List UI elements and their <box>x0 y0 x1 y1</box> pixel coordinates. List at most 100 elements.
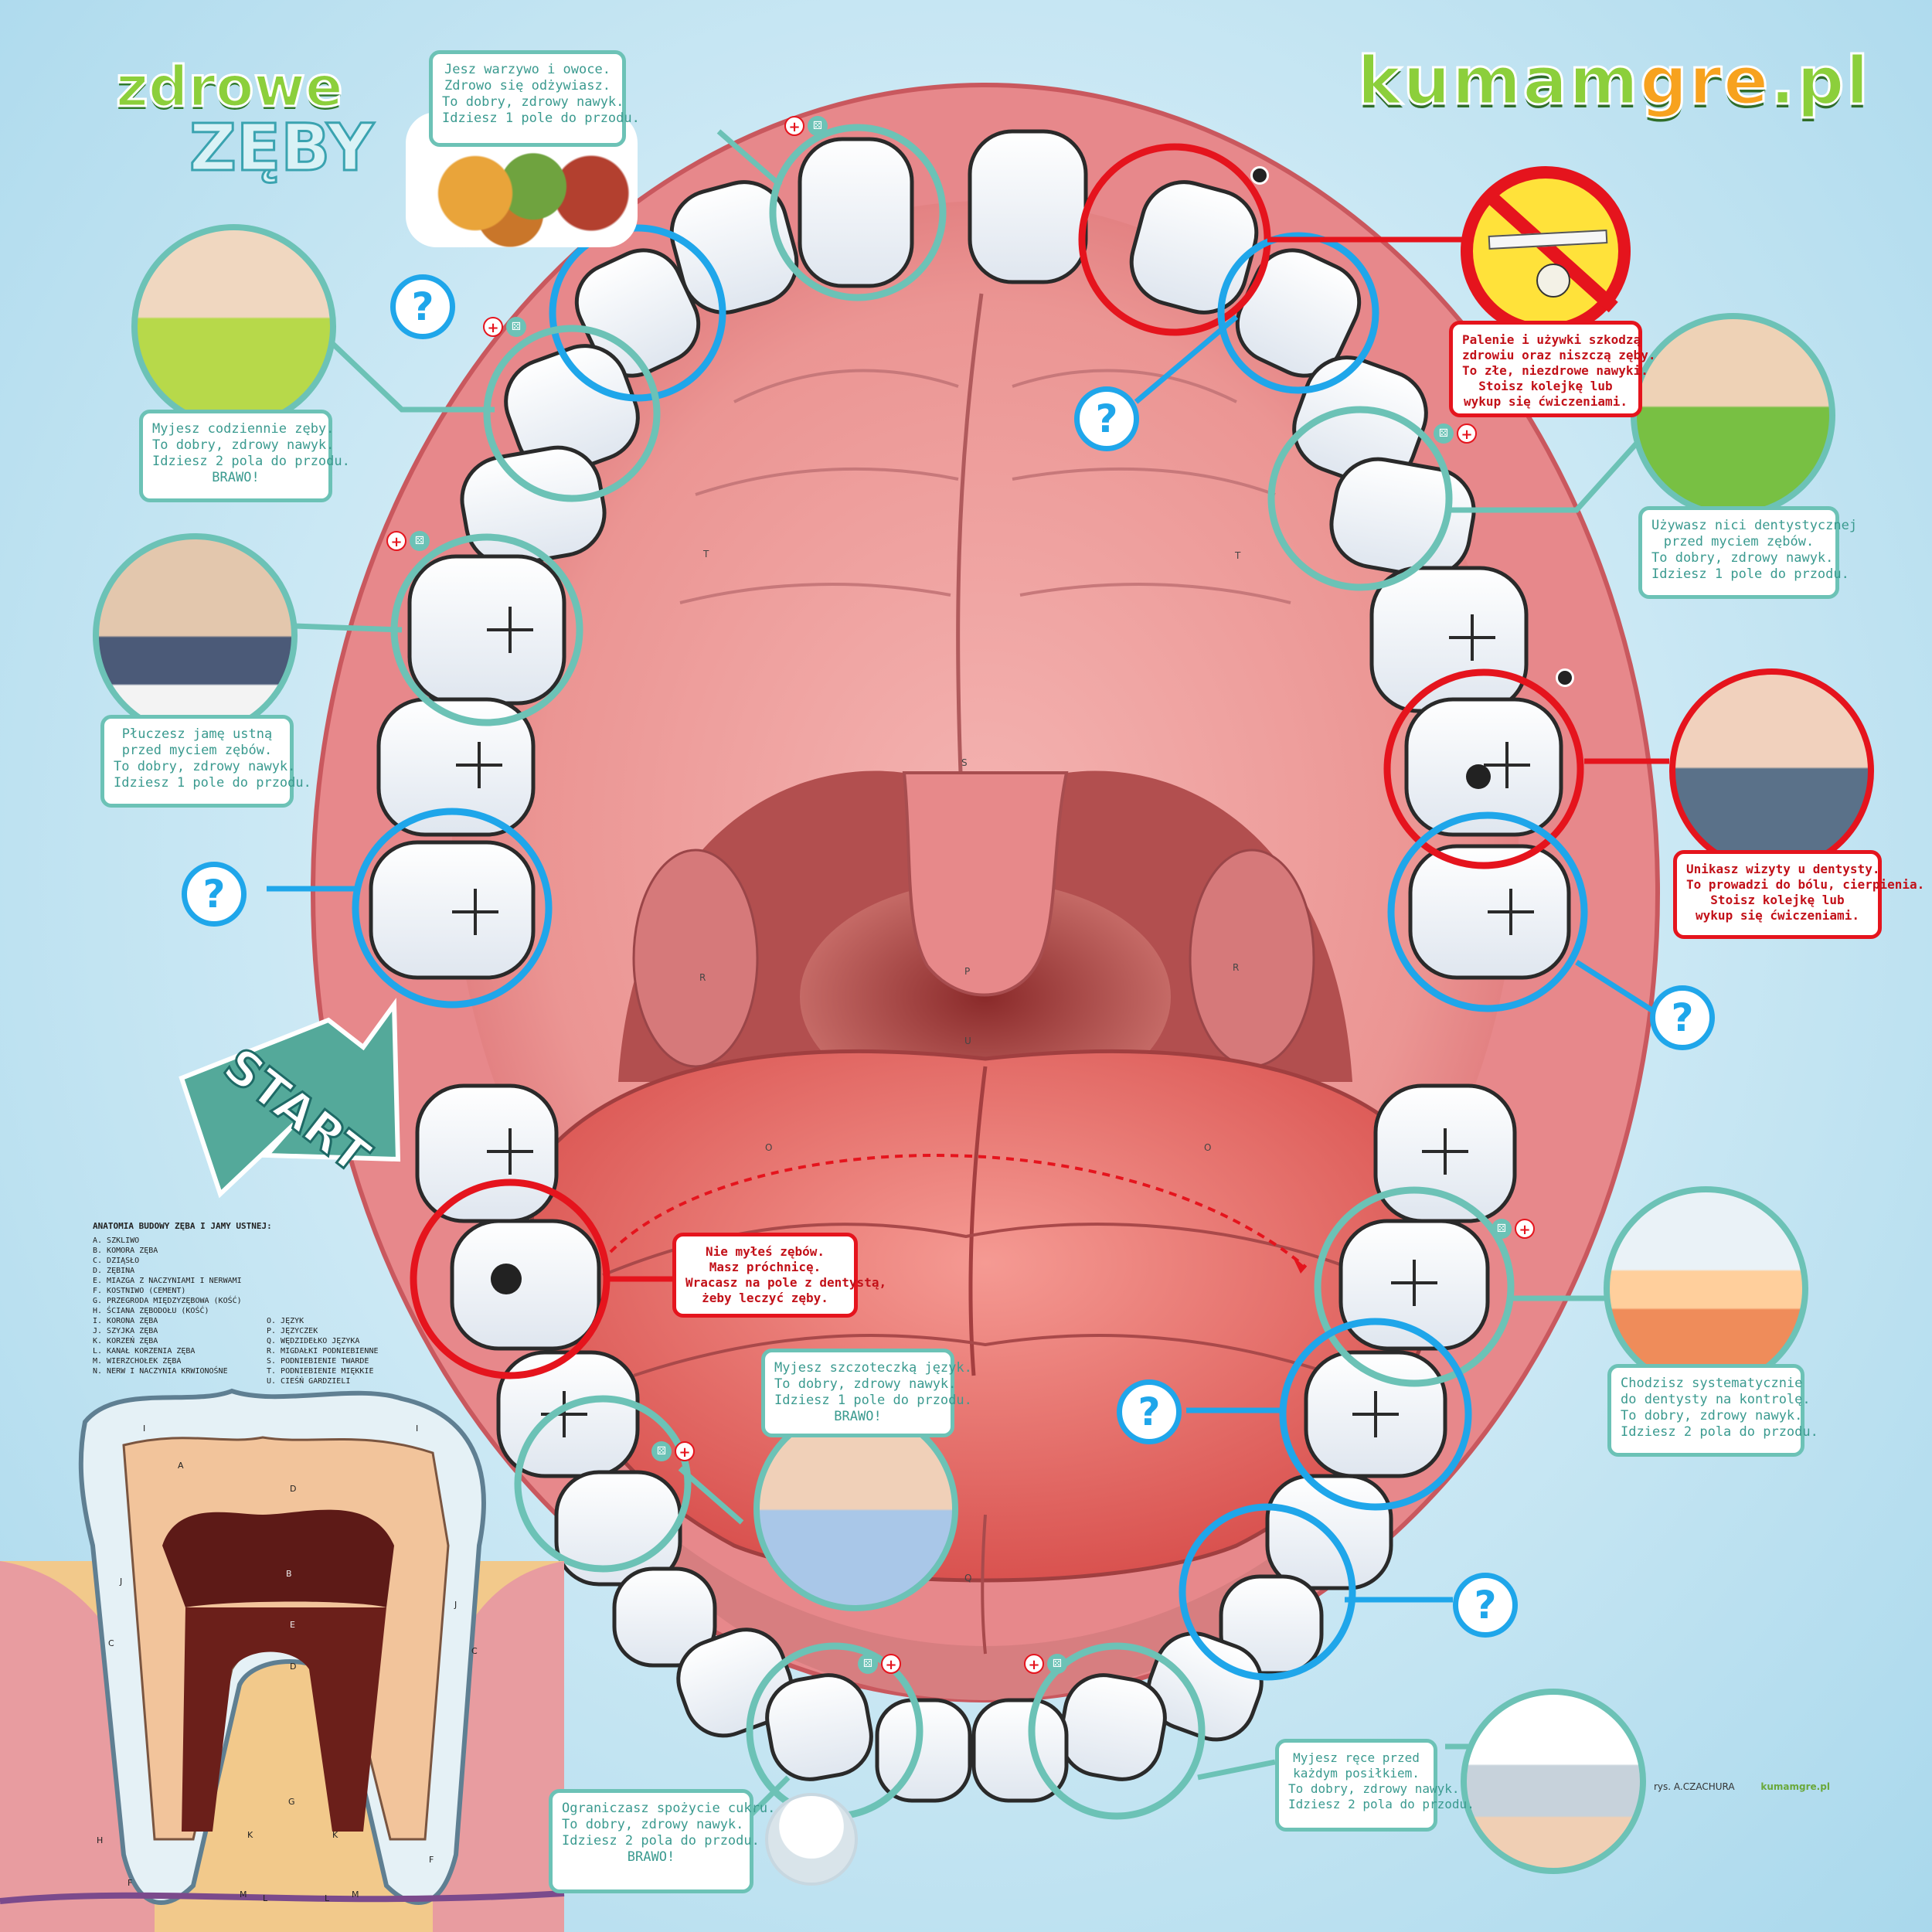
mouth-letter: Q <box>964 1573 972 1583</box>
dice-icon: ⚄ <box>1434 423 1454 444</box>
tonsil-right <box>1189 849 1315 1068</box>
tooth-letter: L <box>325 1893 330 1903</box>
dentist-photo <box>1604 1186 1808 1391</box>
tooth-letter: B <box>286 1569 292 1579</box>
question-field[interactable]: ? <box>1453 1573 1518 1638</box>
mouth-letter: U <box>964 1036 971 1046</box>
mouth-letter: R <box>1233 962 1240 973</box>
plus-icon: + <box>1457 423 1477 444</box>
bonus-marker: +⚄ <box>386 531 430 551</box>
upper-teeth <box>369 129 1571 980</box>
question-field[interactable]: ? <box>1117 1379 1182 1444</box>
credit-brand: kumamgre.pl <box>1760 1781 1830 1792</box>
mouth-letter: T <box>1235 550 1241 561</box>
plus-icon: + <box>675 1441 695 1461</box>
credit: rys. A.CZACHURA kumamgre.pl <box>1654 1781 1830 1792</box>
field-rings <box>352 124 1588 1820</box>
tooth-letter: H <box>97 1835 104 1845</box>
field-tongue-text: Myjesz szczoteczką język.To dobry, zdrow… <box>761 1349 972 1437</box>
question-field[interactable]: ? <box>390 274 455 339</box>
tooth-letter: M <box>240 1889 247 1900</box>
dice-icon: ⚄ <box>506 317 526 337</box>
rinsing-boy-photo <box>93 533 298 738</box>
flossing-boy-photo <box>1631 313 1835 518</box>
tooth-letter: J <box>120 1577 123 1587</box>
tooth-letter: M <box>352 1889 359 1900</box>
field-vegetables-text: Jesz warzywo i owoce.Zdrowo się odżywias… <box>429 50 640 147</box>
plus-icon: + <box>483 317 503 337</box>
mouth-letter: P <box>964 966 971 977</box>
tooth-letter: F <box>128 1878 133 1888</box>
tooth-letter: D <box>290 1662 297 1672</box>
tooth-letter: K <box>247 1830 253 1840</box>
field-brush-daily-text: Myjesz codziennie zęby.To dobry, zdrowy … <box>139 410 350 502</box>
field-no-brush-text: Nie myłeś zębów.Masz próchnicę.Wracasz n… <box>672 1233 886 1318</box>
plus-icon: + <box>784 116 804 136</box>
clock-icon <box>1556 668 1574 687</box>
skull-icon <box>1536 264 1570 298</box>
connectors <box>267 129 1669 1826</box>
tooth-letter: C <box>108 1638 114 1648</box>
logo-line1: zdrowe <box>115 53 345 121</box>
bonus-marker: ⚄+ <box>1492 1219 1535 1239</box>
field-sugar-text: Ograniczasz spożycie cukru.To dobry, zdr… <box>549 1789 775 1893</box>
anatomy-title: ANATOMIA BUDOWY ZĘBA I JAMY USTNEJ: <box>93 1221 272 1231</box>
kumamgre-logo: kumamgre.pl <box>1356 42 1870 121</box>
mouth-letter: O <box>1204 1142 1212 1153</box>
dice-icon: ⚄ <box>1047 1654 1067 1674</box>
bonus-marker: +⚄ <box>784 116 828 136</box>
tooth-letter: I <box>143 1423 146 1434</box>
tooth-letter: C <box>471 1646 478 1656</box>
plus-icon: + <box>1024 1654 1044 1674</box>
handwash-photo <box>1461 1689 1646 1874</box>
bonus-marker: ⚄+ <box>858 1654 901 1674</box>
anatomy-legend: ANATOMIA BUDOWY ZĘBA I JAMY USTNEJ: A. S… <box>93 1221 386 1386</box>
start-arrow: START <box>179 998 401 1199</box>
molar-fissures <box>452 607 1534 1437</box>
tooth-letter: J <box>454 1600 457 1610</box>
mouth-letter: T <box>703 549 709 560</box>
tooth-letter: A <box>178 1461 184 1471</box>
zdrowe-zeby-logo: zdrowe ZĘBY <box>115 53 376 193</box>
question-field[interactable]: ? <box>182 862 247 927</box>
logo-main: kumam <box>1356 42 1640 121</box>
toothache-boy-photo <box>1669 668 1874 873</box>
dice-icon: ⚄ <box>651 1441 672 1461</box>
mouth-letter: O <box>765 1142 773 1153</box>
question-field[interactable]: ? <box>1650 985 1715 1050</box>
tooth-letter: E <box>290 1620 295 1630</box>
bonus-marker: ⚄+ <box>1434 423 1477 444</box>
credit-author: rys. A.CZACHURA <box>1654 1781 1735 1792</box>
cavity-lower <box>491 1264 522 1294</box>
tooth-letter: K <box>332 1830 338 1840</box>
logo-accent: gre <box>1638 42 1770 121</box>
plus-icon: + <box>1515 1219 1535 1239</box>
plus-icon: + <box>386 531 406 551</box>
bonus-marker: ⚄+ <box>651 1441 695 1461</box>
return-path <box>609 1154 1308 1269</box>
cavity-upper <box>1466 764 1491 789</box>
brushing-boy-photo <box>131 224 336 429</box>
dice-icon: ⚄ <box>410 531 430 551</box>
tooth-letter: D <box>290 1484 297 1494</box>
dice-icon: ⚄ <box>808 116 828 136</box>
clock-icon <box>1250 166 1269 185</box>
tooth-letter: G <box>288 1797 295 1807</box>
sugar-bowl-photo <box>765 1793 858 1886</box>
tooth-cross-section <box>0 1388 565 1932</box>
dice-icon: ⚄ <box>858 1654 878 1674</box>
mouth-letter: S <box>961 757 968 768</box>
tooth-letter: L <box>263 1893 268 1903</box>
question-field[interactable]: ? <box>1074 386 1139 451</box>
tooth-letter: F <box>429 1855 434 1865</box>
tooth-letter: I <box>416 1423 419 1434</box>
dice-icon: ⚄ <box>1492 1219 1512 1239</box>
